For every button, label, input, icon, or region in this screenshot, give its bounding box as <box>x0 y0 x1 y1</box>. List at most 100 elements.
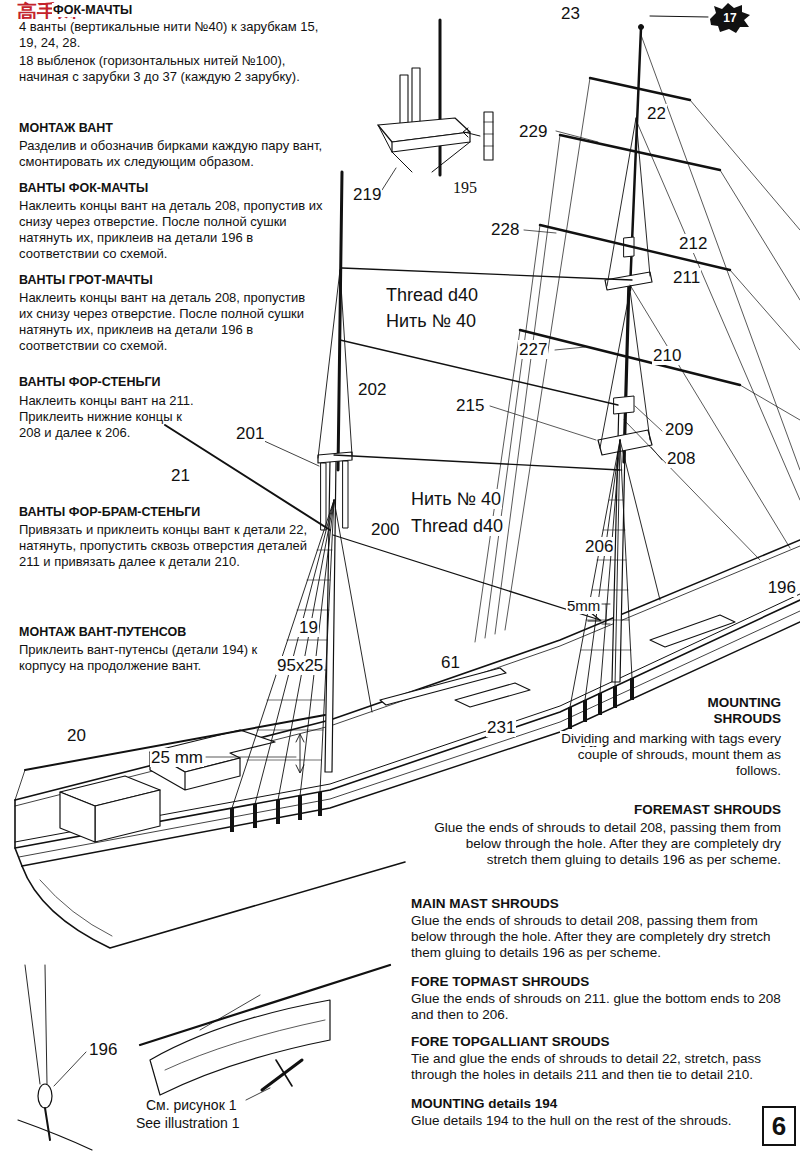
instruction-text: 4 ванты (вертикальные нити №40) к зарубк… <box>18 19 319 50</box>
callout-number-frame: 206 <box>584 537 614 557</box>
section-heading-frame: МОНТАЖ ВАНТ-ПУТЕНСОВ <box>18 625 187 640</box>
thread-label: Thread d40 <box>410 516 504 536</box>
callout-number-frame: 212 <box>678 234 708 254</box>
callout-number-frame: 209 <box>664 420 694 440</box>
section-heading-frame: МОНТАЖ ВАНТ <box>18 121 114 136</box>
callout-number: 200 <box>370 520 400 539</box>
section-heading-frame: ВАНТЫ ГРОТ-МАЧТЫ <box>18 273 154 288</box>
section-heading: MOUNTING details 194 <box>410 1096 558 1111</box>
instruction-text: Glue details 194 to the hull on the rest… <box>410 1113 732 1128</box>
section-heading: MOUNTING SHROUDS <box>707 695 783 726</box>
callout-number-frame: 219 <box>352 185 382 205</box>
section-heading-frame: MOUNTING details 194 <box>410 1096 558 1112</box>
callout-number-frame: 19 <box>298 618 319 638</box>
reference-note-frame: See illustration 1 <box>135 1115 241 1132</box>
callout-number: 23 <box>560 4 581 23</box>
thread-label-frame: Thread d40 <box>385 284 479 306</box>
dimension-label: 95x25 <box>276 656 324 675</box>
callout-number: 215 <box>455 396 485 415</box>
callout-number-frame: 23 <box>560 4 581 24</box>
callout-number: 211 <box>672 268 701 287</box>
instruction-text-frame: Tie and glue the ends of shrouds to deta… <box>410 1051 785 1083</box>
callout-number: 210 <box>652 346 682 365</box>
dimension-label: 5mm <box>566 597 601 614</box>
instruction-text-frame: 4 ванты (вертикальные нити №40) к зарубк… <box>18 19 330 51</box>
callout-number: 208 <box>666 449 696 468</box>
callout-number-frame: 202 <box>357 380 387 400</box>
callout-number: 228 <box>490 220 520 239</box>
thread-label-frame: Нить № 40 <box>385 310 477 332</box>
section-heading: ВАНТЫ ГРОТ-МАЧТЫ <box>18 273 154 287</box>
instruction-text: Привязать и приклеить концы вант к детал… <box>18 522 308 569</box>
instruction-text: Наклеить концы вант на деталь 208, пропу… <box>18 290 306 353</box>
callout-number-frame: 61 <box>440 653 461 673</box>
section-heading: FOREMAST SHROUDS <box>633 802 782 817</box>
instruction-text-frame: Glue the ends of shrouds on 211. glue th… <box>410 991 785 1023</box>
callout-number-frame: 215 <box>455 396 485 416</box>
callout-number-frame: 196 <box>767 578 797 598</box>
section-heading-frame: FOREMAST SHROUDS <box>430 802 782 818</box>
section-heading-frame: ВАНТЫ ФОК-МАЧТЫ <box>18 181 149 196</box>
callout-number-frame: 22 <box>646 104 667 124</box>
section-heading: ФОК-МАЧТЫ <box>52 3 133 17</box>
callout-number: 195 <box>452 179 478 196</box>
callout-number-frame: 231 <box>486 718 516 738</box>
section-heading-frame: FORE TOPMAST SHROUDS <box>410 974 590 990</box>
section-heading: ВАНТЫ ФОК-МАЧТЫ <box>18 181 149 195</box>
section-heading: FORE TOPGALLIANT SROUDS <box>410 1034 611 1049</box>
thread-label-frame: Нить № 40 <box>410 488 502 510</box>
instruction-text: Наклеить концы вант на 211. Приклеить ни… <box>18 393 195 440</box>
page-reference-badge: 17 <box>710 3 750 33</box>
instruction-text-frame: Приклеить вант-путенсы (детали 194) к ко… <box>18 642 288 674</box>
callout-number-frame: 20 <box>66 726 87 746</box>
callout-number: 20 <box>66 726 87 745</box>
instruction-text-frame: Glue the ends of shrouds to detail 208, … <box>410 913 785 961</box>
callout-number: 196 <box>88 1040 118 1059</box>
callout-number: 212 <box>678 234 708 253</box>
callout-number-frame: 210 <box>652 346 682 366</box>
instruction-text: 18 выбленок (горизонтальных нитей №100),… <box>18 53 301 84</box>
callout-number: 22 <box>646 104 667 123</box>
callout-number: 202 <box>357 380 387 399</box>
thread-label: Thread d40 <box>385 285 479 305</box>
section-heading-frame: ВАНТЫ ФОР-БРАМ-СТЕНЬГИ <box>18 505 201 520</box>
page-number-box: 6 <box>762 1106 796 1146</box>
dimension-label-frame: 5mm <box>566 597 601 615</box>
instruction-text-frame: 18 выбленок (горизонтальных нитей №100),… <box>18 53 330 85</box>
instruction-text: Наклеить концы вант на деталь 208, пропу… <box>18 198 323 261</box>
section-heading: ВАНТЫ ФОР-СТЕНЬГИ <box>18 375 161 389</box>
instruction-text-frame: Наклеить концы вант на деталь 208, пропу… <box>18 290 318 354</box>
callout-number: 61 <box>440 653 461 672</box>
callout-number-frame: 229 <box>518 122 548 142</box>
callout-number: 227 <box>518 340 548 359</box>
dimension-label-frame: 95x25 <box>276 656 324 676</box>
callout-number-frame: 196 <box>88 1040 118 1060</box>
callout-number-frame: 200 <box>370 520 400 540</box>
section-heading-frame: FORE TOPGALLIANT SROUDS <box>410 1034 611 1050</box>
instruction-text-frame: Наклеить концы вант на 211. Приклеить ни… <box>18 393 203 441</box>
section-heading-frame: MOUNTING SHROUDS <box>662 695 782 727</box>
box-text: 6 <box>772 1111 786 1141</box>
section-heading-frame: ВАНТЫ ФОР-СТЕНЬГИ <box>18 375 161 390</box>
callout-number: 19 <box>298 618 319 637</box>
section-heading: МОНТАЖ ВАНТ-ПУТЕНСОВ <box>18 625 187 639</box>
instruction-text: Glue the ends of shrouds to detail 208, … <box>410 913 771 960</box>
instruction-text-frame: Dividing and marking with tags every cou… <box>540 731 782 779</box>
callout-number-frame: 208 <box>666 449 696 469</box>
callout-number-frame: 228 <box>490 220 520 240</box>
reference-note-frame: См. рисунок 1 <box>145 1097 237 1114</box>
callout-number: 219 <box>352 185 382 204</box>
callout-number-frame: 201 <box>235 424 265 444</box>
callout-number: 206 <box>584 537 614 556</box>
callout-number-frame: 195 <box>452 178 478 198</box>
dimension-label: 25 mm <box>150 748 204 767</box>
instruction-text-frame: Разделив и обозначив бирками каждую пару… <box>18 138 330 170</box>
section-heading: FORE TOPMAST SHROUDS <box>410 974 590 989</box>
instruction-text-frame: Привязать и приклеить концы вант к детал… <box>18 522 308 570</box>
thread-label-frame: Thread d40 <box>410 515 504 537</box>
instruction-text-frame: Glue details 194 to the hull on the rest… <box>410 1113 755 1129</box>
section-heading: МОНТАЖ ВАНТ <box>18 121 114 135</box>
thread-label: Нить № 40 <box>410 489 502 509</box>
